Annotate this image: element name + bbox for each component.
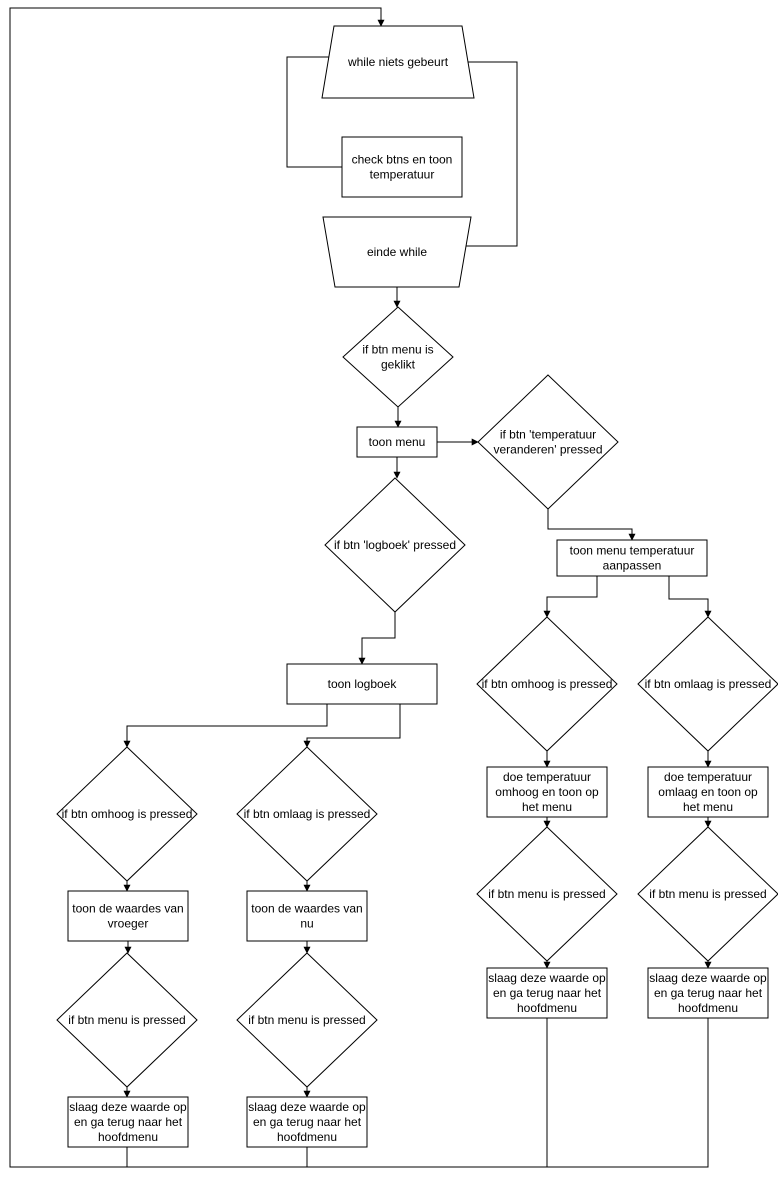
- einde-while-shape: [322, 216, 472, 288]
- if-logboek-shape: [324, 477, 466, 613]
- if-omlaag-temp-label: if btn omlaag is pressed: [645, 677, 772, 691]
- einde-while-node: einde while: [322, 216, 472, 288]
- if-omlaag-log-node: if btn omlaag is pressed: [236, 746, 378, 882]
- if-omlaag-temp-node: if btn omlaag is pressed: [637, 616, 778, 752]
- slaag-1-shape: [67, 1096, 189, 1148]
- if-omhoog-log-node: if btn omhoog is pressed: [56, 746, 198, 882]
- while-start-node: while niets gebeurt: [321, 25, 475, 99]
- toon-vroeger-shape: [67, 890, 189, 942]
- toonlog-to-omhoog-edge: [123, 704, 328, 748]
- if-menu-2-node: if btn menu is pressed: [236, 952, 378, 1088]
- check-btns-shape: [341, 136, 463, 198]
- if-logboek-label: if btn 'logboek' pressed: [334, 538, 456, 552]
- iflog-to-toonlog-edge: [358, 612, 396, 665]
- toon-logboek-label: toon logboek: [328, 677, 398, 691]
- toon-menu-node: toon menu: [356, 426, 438, 458]
- if-menu-shape: [342, 306, 454, 408]
- if-menu-4-node: if btn menu is pressed: [637, 826, 778, 962]
- if-omlaag-log-label: if btn omlaag is pressed: [244, 807, 371, 821]
- iftemp-to-menutemp-edge: [547, 509, 636, 541]
- toon-menu-shape: [356, 426, 438, 458]
- menutemp-to-omhoog-edge: [543, 576, 598, 618]
- toon-menu-temp-shape: [556, 539, 708, 577]
- toon-logboek-shape: [286, 663, 438, 705]
- toon-menu-label: toon menu: [369, 435, 426, 449]
- while-start-shape: [321, 25, 475, 99]
- toon-logboek-node: toon logboek: [286, 663, 438, 705]
- slaag-3-shape: [486, 967, 608, 1019]
- if-omhoog-log-shape: [56, 746, 198, 882]
- if-logboek-node: if btn 'logboek' pressed: [324, 477, 466, 613]
- einde-while-label: einde while: [367, 245, 427, 259]
- if-menu-2-shape: [236, 952, 378, 1088]
- if-omhoog-log-label: if btn omhoog is pressed: [62, 807, 193, 821]
- if-omhoog-temp-node: if btn omhoog is pressed: [476, 616, 618, 752]
- if-omlaag-log-shape: [236, 746, 378, 882]
- toon-nu-shape: [246, 890, 368, 942]
- if-menu-4-label: if btn menu is pressed: [649, 887, 766, 901]
- while-to-einde-edge: [459, 61, 518, 247]
- if-menu-3-node: if btn menu is pressed: [476, 826, 618, 962]
- doe-omlaag-shape: [647, 766, 769, 818]
- check-to-while-edge: [286, 53, 342, 168]
- if-menu-2-label: if btn menu is pressed: [248, 1013, 365, 1027]
- slaag-2-shape: [246, 1096, 368, 1148]
- doe-omhoog-shape: [486, 766, 608, 818]
- slaag4-return-edge: [127, 1018, 709, 1168]
- menutemp-to-omlaag-edge: [668, 576, 712, 618]
- if-menu-4-shape: [637, 826, 778, 962]
- if-menu-1-shape: [56, 952, 198, 1088]
- if-temp-shape: [477, 374, 619, 510]
- slaag-4-shape: [647, 967, 769, 1019]
- if-menu-1-label: if btn menu is pressed: [68, 1013, 185, 1027]
- loop-main-edge: [9, 7, 385, 1168]
- if-menu-3-label: if btn menu is pressed: [488, 887, 605, 901]
- if-menu-1-node: if btn menu is pressed: [56, 952, 198, 1088]
- if-menu-3-shape: [476, 826, 618, 962]
- toonlog-to-omlaag-edge: [303, 704, 401, 748]
- if-omhoog-temp-label: if btn omhoog is pressed: [482, 677, 613, 691]
- while-start-label: while niets gebeurt: [347, 55, 449, 69]
- if-omlaag-temp-shape: [637, 616, 778, 752]
- if-omhoog-temp-shape: [476, 616, 618, 752]
